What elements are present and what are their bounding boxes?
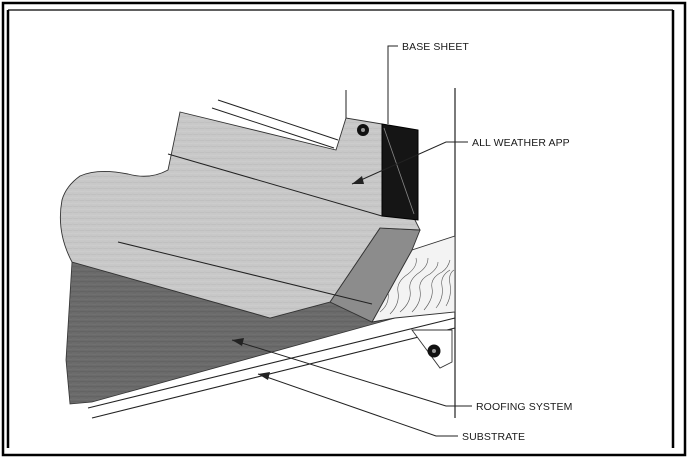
arrowheads — [232, 176, 364, 380]
all-weather-membrane — [59, 111, 421, 319]
leader-all-weather — [351, 141, 468, 185]
label-substrate: SUBSTRATE — [462, 431, 525, 443]
sheet-top-line-1 — [217, 99, 339, 141]
fastener-icon — [357, 124, 369, 136]
label-base-sheet: BASE SHEET — [402, 41, 469, 53]
leader-substrate — [257, 373, 458, 437]
fastener-icon — [411, 329, 453, 369]
leader-roofing-system — [231, 339, 472, 407]
ply-line-lower — [117, 241, 373, 305]
substrate-edge-2 — [91, 327, 456, 419]
leaders — [231, 45, 472, 437]
substrate-edge-1 — [87, 317, 456, 409]
sheet-top-line-2 — [211, 107, 335, 149]
ply-line-upper — [167, 153, 383, 217]
flashing-highlight — [383, 127, 415, 215]
leader-base-sheet — [387, 45, 398, 124]
label-all-weather-app: ALL WEATHER APP — [472, 137, 570, 149]
label-roofing-system: ROOFING SYSTEM — [476, 401, 573, 413]
